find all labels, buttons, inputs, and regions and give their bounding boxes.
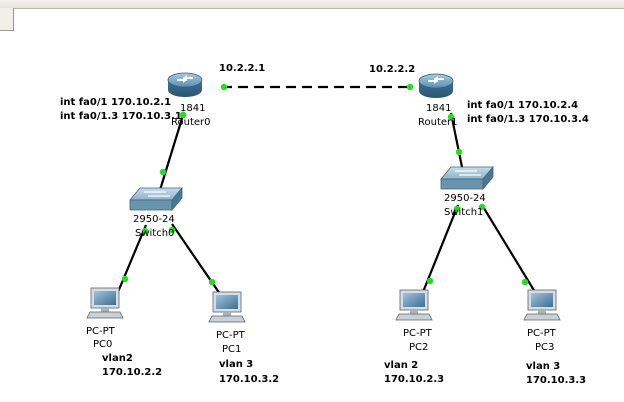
- port-indicator: [121, 275, 129, 283]
- pc0-vlan: vlan2: [102, 353, 133, 364]
- switch1-icon[interactable]: [440, 165, 494, 191]
- router1-name: Router1: [418, 117, 458, 128]
- router1-model: 1841: [426, 103, 452, 114]
- router1-icon[interactable]: [418, 73, 454, 98]
- port-indicators: [121, 83, 529, 286]
- port-indicator: [406, 83, 414, 91]
- router0-config-line-2: int fa0/1.3 170.10.3.1: [60, 111, 182, 122]
- link-switch1-pc2[interactable]: [421, 204, 460, 293]
- port-indicator: [447, 113, 455, 121]
- router1-config-line-2: int fa0/1.3 170.10.3.4: [467, 114, 589, 125]
- router0-model: 1841: [180, 103, 206, 114]
- pc0-name: PC0: [93, 339, 113, 350]
- link-router0-switch0[interactable]: [158, 111, 186, 191]
- port-indicator: [521, 278, 529, 286]
- port-indicator: [220, 83, 228, 91]
- port-indicator: [179, 111, 187, 119]
- link-ip-left: 10.2.2.1: [219, 63, 266, 74]
- pc3-model: PC-PT: [527, 328, 556, 339]
- pc2-model: PC-PT: [403, 328, 432, 339]
- port-indicator: [478, 203, 486, 211]
- pc3-ip: 170.10.3.3: [526, 375, 587, 386]
- router0-config-line-1: int fa0/1 170.10.2.1: [60, 97, 172, 108]
- port-indicator: [208, 278, 216, 286]
- pc2-icon[interactable]: [395, 289, 433, 321]
- pc0-model: PC-PT: [86, 326, 115, 337]
- pc3-icon[interactable]: [523, 289, 561, 321]
- router0-name: Router0: [171, 117, 211, 128]
- pc2-name: PC2: [409, 342, 429, 353]
- window-title-bar: [0, 0, 624, 9]
- port-indicator: [168, 226, 176, 234]
- link-ip-right: 10.2.2.2: [369, 64, 416, 75]
- pc1-vlan: vlan 3: [219, 359, 254, 370]
- panel-tab[interactable]: [0, 8, 14, 31]
- link-switch1-pc3[interactable]: [481, 204, 536, 293]
- router1-config-line-1: int fa0/1 170.10.2.4: [467, 100, 579, 111]
- switch0-model: 2950-24: [133, 214, 175, 225]
- links: [116, 85, 536, 295]
- pc3-vlan: vlan 3: [526, 361, 561, 372]
- pc1-ip: 170.10.3.2: [219, 374, 280, 385]
- switch1-model: 2950-24: [444, 193, 486, 204]
- pc0-ip: 170.10.2.2: [102, 367, 163, 378]
- port-indicator: [426, 277, 434, 285]
- switch0-name: Switch0: [135, 228, 175, 239]
- switch1-name: Switch1: [444, 207, 484, 218]
- pc1-name: PC1: [222, 344, 242, 355]
- pc3-name: PC3: [535, 342, 555, 353]
- port-indicator: [455, 148, 463, 156]
- switch0-icon[interactable]: [129, 186, 183, 212]
- pc0-icon[interactable]: [86, 287, 124, 319]
- pc2-vlan: vlan 2: [384, 360, 419, 371]
- port-indicator: [453, 205, 461, 213]
- link-router1-switch1[interactable]: [449, 112, 465, 173]
- router0-icon[interactable]: [167, 72, 203, 97]
- pc1-icon[interactable]: [208, 291, 246, 323]
- pc1-model: PC-PT: [216, 330, 245, 341]
- port-indicator: [141, 227, 149, 235]
- port-indicator: [159, 168, 167, 176]
- pc2-ip: 170.10.2.3: [384, 374, 445, 385]
